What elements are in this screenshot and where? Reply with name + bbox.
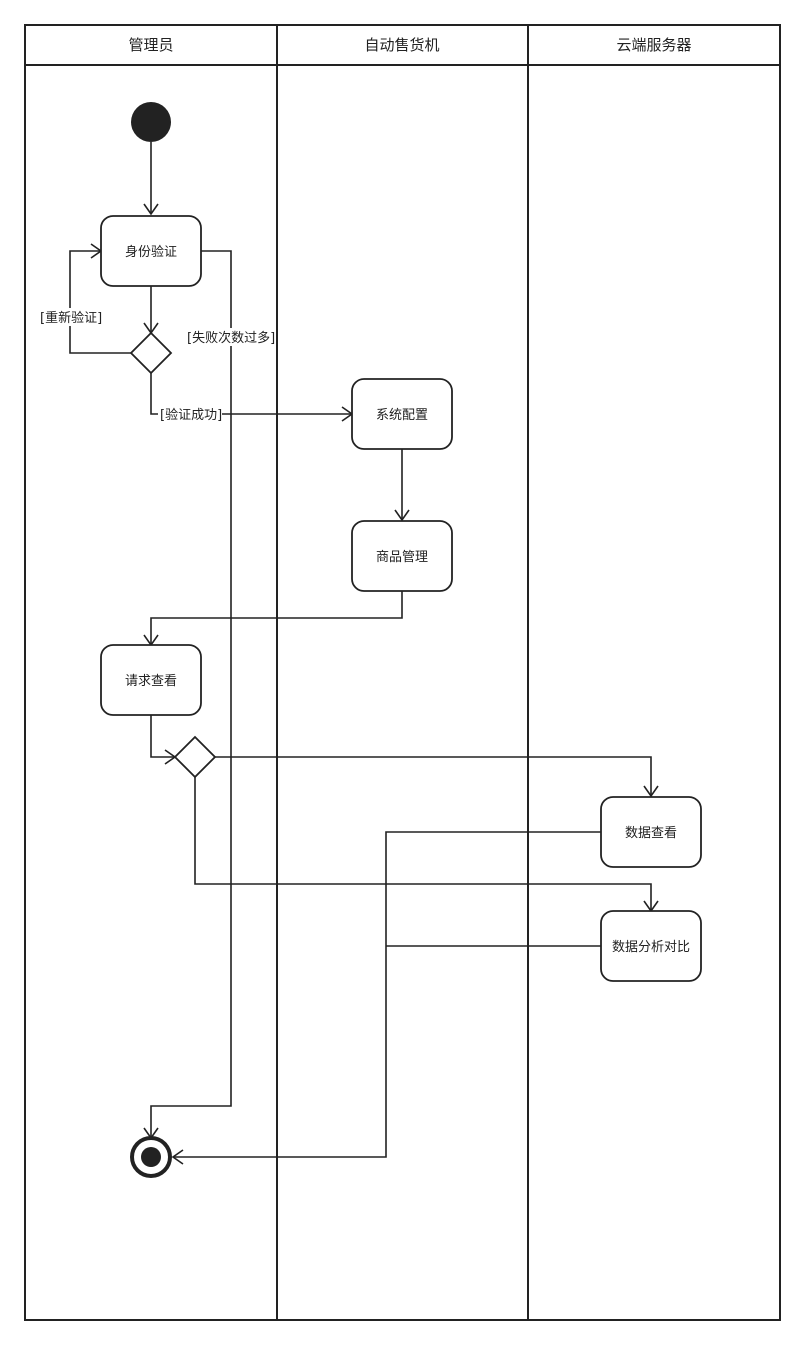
edge-retry-loop (69, 250, 131, 354)
action-identity-check-label: 身份验证 (125, 244, 177, 260)
guard-bg (158, 405, 222, 423)
action-identity-check (100, 215, 202, 287)
guards: [重新验证] [失败次数过多] [验证成功] (38, 308, 275, 423)
lane-title-cloud-server: 云端服务器 (616, 36, 691, 54)
edge-product-to-request (150, 591, 403, 645)
arrowhead (143, 203, 159, 216)
edge-decision-to-data-view (215, 756, 652, 796)
action-system-config-label: 系统配置 (376, 408, 428, 423)
action-system-config (351, 378, 453, 450)
nodes: 身份验证 系统配置 商品管理 请求查看 数据查看 数据分析对比 (100, 102, 702, 1178)
initial-node (131, 102, 171, 142)
action-data-view-label: 数据查看 (625, 825, 677, 841)
action-product-mgmt-label: 商品管理 (376, 550, 428, 565)
edge-decision-to-analysis (194, 777, 652, 911)
lane-title-admin: 管理员 (128, 36, 173, 54)
action-data-analysis-label: 数据分析对比 (612, 940, 690, 955)
swimlanes: 管理员 自动售货机 云端服务器 (24, 24, 781, 1321)
edge-data-view-to-end (173, 831, 601, 1158)
action-data-view (600, 796, 702, 868)
action-data-analysis (600, 910, 702, 982)
guard-too-many-failures: [失败次数过多] (187, 330, 275, 346)
arrowhead (394, 509, 410, 522)
edge-failures-to-end (150, 250, 232, 1138)
arrowhead (643, 785, 659, 798)
edge-request-to-decision (150, 715, 175, 758)
guard-verified: [验证成功] (160, 407, 222, 423)
lanes-frame (24, 24, 781, 1321)
edge-verified-to-config (150, 373, 352, 415)
guard-retry: [重新验证] (40, 310, 102, 326)
arrowhead (171, 1149, 184, 1165)
final-node (141, 1147, 161, 1167)
guard-bg (38, 308, 102, 326)
decision-node-verify (129, 331, 173, 375)
action-request-view (100, 644, 202, 716)
decision-node-request (173, 735, 217, 779)
action-request-view-label: 请求查看 (125, 673, 177, 689)
guard-bg (185, 328, 275, 346)
lane-title-vending-machine: 自动售货机 (364, 36, 439, 54)
action-product-mgmt (351, 520, 453, 592)
